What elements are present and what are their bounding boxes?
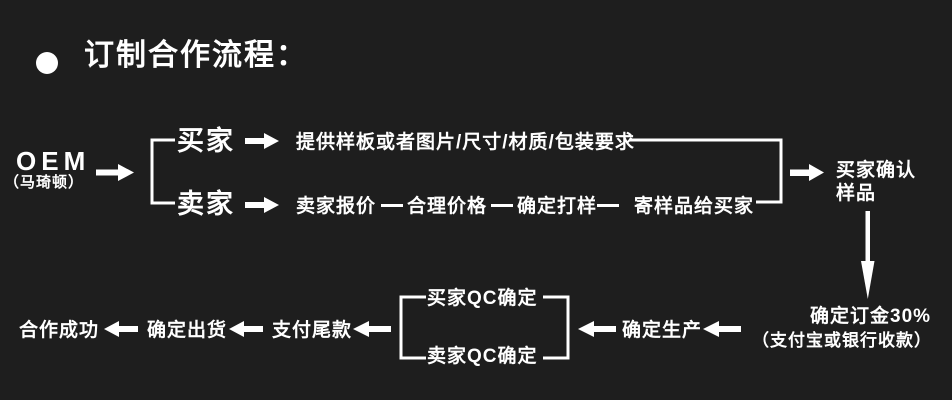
buyer-label: 买家: [177, 126, 235, 156]
deposit-amount: 确定订金30%: [810, 306, 932, 327]
shipping-step: 确定出货: [147, 320, 228, 341]
arrow-right-icon: [245, 197, 279, 213]
arrow-right-icon: [245, 133, 279, 149]
connector-line: [597, 204, 619, 207]
arrow-left-icon: [578, 321, 616, 337]
success-step: 合作成功: [19, 320, 100, 341]
qc-buyer-step: 买家QC确定: [427, 288, 538, 309]
arrow-right-icon: [790, 164, 824, 181]
arrow-right-icon: [96, 164, 134, 181]
sample-confirm-line2: 样品: [836, 183, 877, 204]
arrow-left-icon: [104, 321, 138, 337]
qc-bracket-left-icon: [399, 295, 426, 360]
qc-seller-step: 卖家QC确定: [427, 346, 538, 367]
seller-label: 卖家: [177, 189, 235, 219]
bullet-icon: [36, 52, 58, 74]
production-step: 确定生产: [622, 320, 703, 341]
arrow-left-icon: [703, 321, 741, 337]
seller-step-send-sample: 寄样品给买家: [634, 196, 755, 217]
arrow-down-icon: [861, 211, 875, 299]
arrow-left-icon: [229, 321, 263, 337]
balance-step: 支付尾款: [272, 320, 353, 341]
connector-line: [491, 204, 513, 207]
merge-bracket-icon: [629, 138, 783, 204]
arrow-left-icon: [353, 321, 391, 337]
seller-step-sampling: 确定打样: [517, 196, 598, 217]
buyer-requirement-step: 提供样板或者图片/尺寸/材质/包装要求: [296, 132, 635, 153]
deposit-method: （支付宝或银行收款）: [752, 331, 932, 350]
page-title: 订制合作流程：: [84, 39, 308, 72]
connector-line: [381, 204, 403, 207]
sample-confirm-line1: 买家确认: [836, 160, 917, 181]
oem-label: OEM: [16, 146, 91, 176]
qc-bracket-right-icon: [543, 295, 570, 360]
oem-brand-label: （马琦顿）: [4, 174, 85, 191]
seller-step-quote: 卖家报价: [296, 196, 377, 217]
seller-step-price: 合理价格: [407, 196, 488, 217]
split-bracket-icon: [150, 138, 175, 205]
